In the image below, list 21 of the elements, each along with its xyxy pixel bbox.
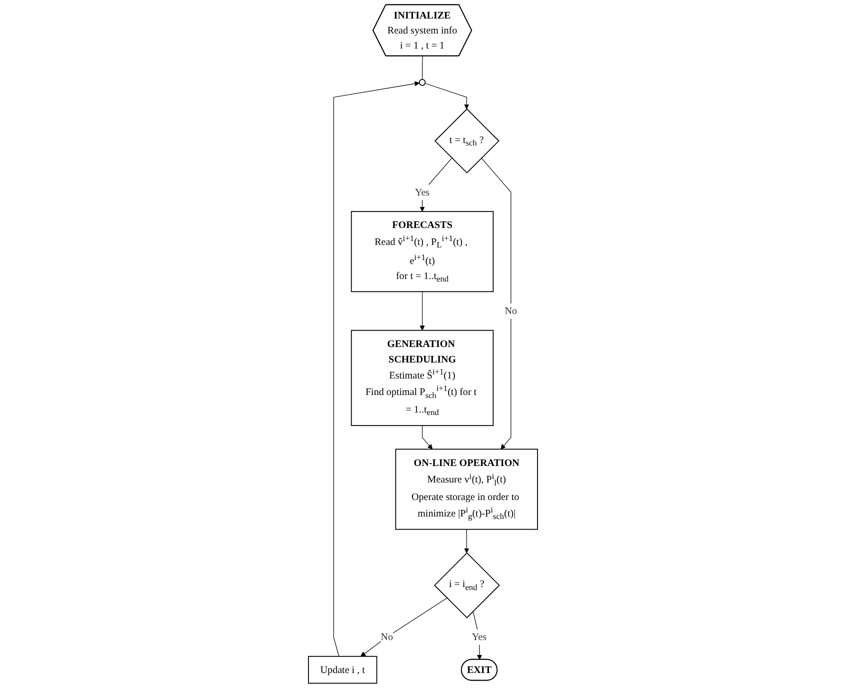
arrow: [420, 158, 452, 212]
node-diamond: t = t$_{sch}$ ?: [434, 108, 500, 174]
edge-label: Yes: [414, 186, 430, 198]
connector: [422, 56, 423, 80]
arrow: [333, 81, 420, 657]
node-diamond: i = i$_{end}$ ?: [434, 552, 500, 618]
node-box: FORECASTS Read v̂$^{i+1}$(t) , P$_{L}$$^{i+1}$(t) , e$^{i+1}$(t) for t = 1..t$_{end}$: [350, 211, 494, 292]
arrow: [360, 598, 448, 657]
arrow: [464, 529, 470, 554]
node-box: GENERATION SCHEDULING Estimate Ŝ$^{i+1}$(1) Find optimal P$_{sch}$$^{i+1}$(t) for t = 1..t$_{end}$: [350, 330, 494, 426]
node-circle: [418, 79, 426, 86]
arrow: [420, 291, 425, 331]
arrow: [481, 158, 512, 450]
arrow: [422, 425, 433, 450]
node-box: Update i , t: [308, 656, 378, 684]
node-box: ON-LINE OPERATION Measure v$^{i}$(t), P$^{i}$$_{l}$(t) Operate storage in order to minimize |P$^{i}$$_{g}$(t)-P$^{i}$$_{sch}$(t)|: [395, 448, 538, 530]
edge-label: Yes: [472, 631, 487, 642]
edge-label: No: [504, 305, 518, 316]
edge-label: No: [380, 631, 394, 642]
arrow: [472, 611, 482, 660]
arrow: [424, 83, 470, 110]
